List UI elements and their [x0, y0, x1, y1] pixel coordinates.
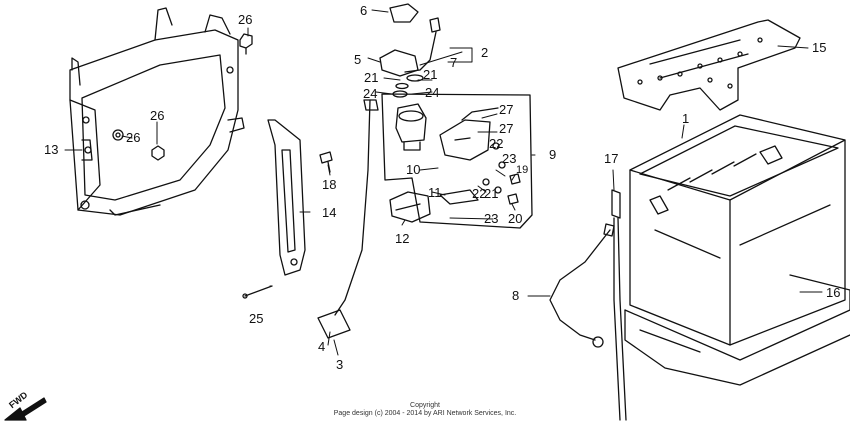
callout-21-right: 21 [423, 67, 438, 82]
starter-relay [395, 103, 506, 169]
callout-10: 10 [406, 162, 421, 177]
callout-21-lower: 21 [484, 186, 499, 201]
positive-cable [549, 223, 615, 348]
callout-22-lower: 22 [472, 186, 487, 201]
callout-21-left: 21 [364, 70, 379, 85]
callout-14: 14 [322, 205, 337, 220]
callout-3: 3 [336, 357, 344, 372]
callout-13: 13 [44, 142, 59, 157]
callout-26-mid: 26 [150, 108, 165, 123]
copyright-line2: Page design (c) 2004 - 2014 by ARI Netwo… [333, 410, 517, 417]
callout-27-lower: 27 [499, 121, 514, 136]
callout-1: 1 [682, 111, 690, 126]
callout-26-left: 26 [126, 130, 141, 145]
fuse-holder-5 [379, 49, 419, 77]
bolt-26-left [112, 129, 124, 141]
callout-6: 6 [360, 3, 368, 18]
pin-25 [242, 285, 273, 299]
callout-5: 5 [354, 52, 362, 67]
callout-11: 11 [428, 185, 442, 200]
battery-holder-bracket [617, 19, 801, 111]
callout-17: 17 [604, 151, 619, 166]
battery-tray [624, 274, 850, 386]
callout-24-right: 24 [425, 85, 440, 100]
callout-18: 18 [322, 177, 337, 192]
callout-15: 15 [812, 40, 827, 55]
battery-strap [267, 119, 306, 276]
callout-12: 12 [395, 231, 410, 246]
fuse-cable-2 [404, 17, 441, 73]
breather-tube [611, 189, 627, 421]
callout-25: 25 [249, 311, 264, 326]
callout-26-top: 26 [238, 12, 253, 27]
callout-2: 2 [481, 45, 489, 60]
negative-cable [317, 99, 379, 339]
bolt-26-top [239, 33, 253, 55]
callout-23-lower: 23 [484, 211, 499, 226]
bolt-18 [319, 151, 333, 173]
callout-22-upper: 22 [489, 136, 504, 151]
battery [629, 114, 846, 346]
callout-20: 20 [508, 211, 523, 226]
callout-7: 7 [450, 55, 458, 70]
callout-8: 8 [512, 288, 520, 303]
relay-cover-12 [389, 191, 431, 223]
callout-24-left: 24 [363, 86, 378, 101]
callout-23-upper: 23 [502, 151, 517, 166]
callout-27-upper: 27 [499, 102, 514, 117]
callout-9: 9 [549, 147, 557, 162]
bolt-26-mid [151, 145, 165, 161]
leader-lines [64, 9, 823, 356]
callout-19: 19 [516, 164, 529, 176]
relay-group-box [381, 93, 533, 229]
relay-wire-11 [439, 189, 479, 205]
copyright-line1: Copyright [410, 402, 440, 409]
callout-16: 16 [826, 285, 841, 300]
fwd-arrow-icon [4, 397, 47, 421]
battery-case-frame [69, 7, 245, 216]
callout-4: 4 [318, 339, 326, 354]
fuse-cap-6 [389, 3, 419, 23]
